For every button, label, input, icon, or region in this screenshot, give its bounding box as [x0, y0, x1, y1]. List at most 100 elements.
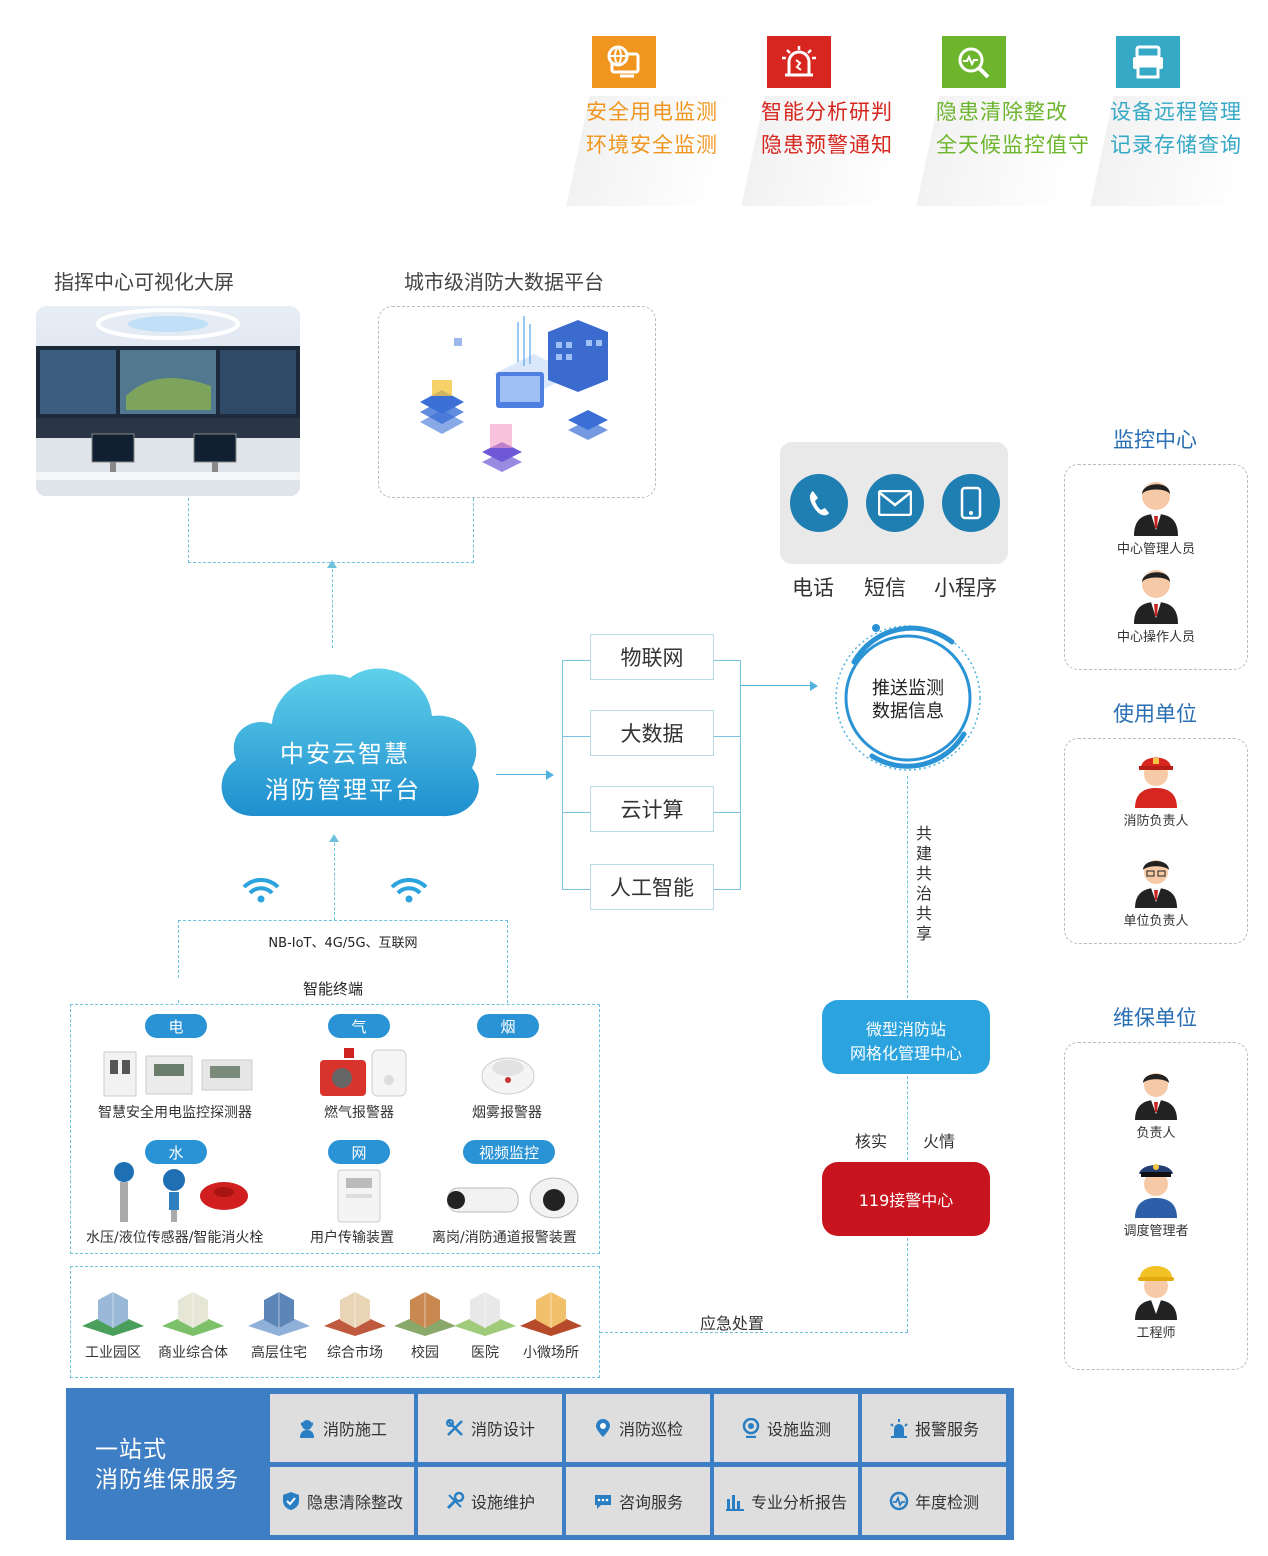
person-label: 单位负责人: [1123, 914, 1189, 929]
feature-line2: 环境安全监测: [586, 133, 718, 157]
alarm-center-119: 119接警中心: [822, 1162, 990, 1236]
place-item: 小微场所: [514, 1290, 588, 1362]
businessman-icon: [1134, 570, 1178, 624]
service-label: 隐患清除整改: [306, 1493, 403, 1512]
person-label: 中心管理人员: [1116, 542, 1195, 557]
place-label: 高层住宅: [251, 1345, 307, 1361]
place-label: 工业园区: [85, 1345, 141, 1361]
category-network: 网: [328, 1140, 390, 1164]
building-icon: [324, 1292, 386, 1336]
alarm-light-icon: [767, 36, 831, 88]
bigdata-platform-frame: [378, 306, 656, 498]
network-bracket: [178, 920, 508, 1003]
feature-power-monitoring: 安全用电监测 环境安全监测: [566, 36, 762, 206]
notify-miniprogram-label: 小程序: [934, 576, 997, 600]
person-maint-head: 负责人: [1096, 1068, 1216, 1141]
tech-left-tick: [562, 812, 590, 813]
shield-check-icon: [281, 1491, 301, 1511]
person-center-operator: 中心操作人员: [1096, 562, 1216, 645]
worker-icon: [297, 1418, 317, 1438]
feature-line1: 安全用电监测: [586, 100, 718, 124]
tech-bigdata: 大数据: [590, 710, 714, 756]
place-item: 商业综合体: [156, 1290, 230, 1362]
push-line2: 数据信息: [872, 701, 944, 722]
wifi-icon: [242, 877, 280, 908]
bar-chart-icon: [725, 1491, 745, 1511]
camera-image: [444, 1174, 580, 1226]
terminals-title: 智能终端: [178, 978, 488, 999]
transmission-device-image: [336, 1168, 382, 1228]
service-label: 消防巡检: [618, 1420, 683, 1439]
person-label: 消防负责人: [1123, 814, 1189, 829]
cloud-up-connector: [332, 564, 333, 648]
building-icon: [82, 1292, 144, 1336]
micro-station-box: 微型消防站 网格化管理中心: [822, 1000, 990, 1074]
station-to-119-line: [907, 1076, 908, 1160]
cobuild-vertical-text: 共建共治共享: [916, 824, 933, 943]
services-title-line2: 消防维保服务: [95, 1467, 239, 1493]
top-connector-bracket: [188, 498, 474, 563]
feature-line1: 隐患清除整改: [936, 100, 1068, 124]
services-title-line1: 一站式: [95, 1437, 167, 1463]
arrow-up-icon: [329, 834, 339, 842]
places-box: [70, 1266, 600, 1378]
micro-station-line2: 网格化管理中心: [849, 1044, 962, 1063]
notify-sms-label: 短信: [864, 576, 906, 600]
service-label: 设施维护: [470, 1493, 535, 1512]
bigdata-isometric-illustration: [400, 312, 636, 492]
envelope-icon: [866, 474, 924, 532]
cloud-title-line2: 消防管理平台: [265, 776, 421, 804]
command-center-photo: [36, 306, 300, 496]
smartphone-icon: [942, 474, 1000, 532]
alarm-down-line: [907, 1238, 908, 1332]
place-label: 综合市场: [327, 1345, 383, 1361]
place-label: 校园: [411, 1345, 439, 1361]
feature-line1: 设备远程管理: [1110, 100, 1242, 124]
device-gas-label: 燃气报警器: [324, 1105, 394, 1121]
role-user-box: [1064, 738, 1248, 944]
feature-line2: 隐患预警通知: [761, 133, 893, 157]
service-item: 消防巡检: [566, 1394, 710, 1462]
network-label: NB-IoT、4G/5G、互联网: [268, 936, 418, 951]
device-electric-label: 智慧安全用电监控探测器: [98, 1105, 252, 1121]
service-label: 消防设计: [470, 1420, 535, 1439]
service-item: 隐患清除整改: [270, 1467, 414, 1535]
police-officer-icon: [1135, 1164, 1177, 1218]
building-icon: [394, 1292, 456, 1336]
service-item: 报警服务: [862, 1394, 1006, 1462]
category-gas: 气: [328, 1014, 390, 1038]
service-item: 消防施工: [270, 1394, 414, 1462]
water-sensor-image: [108, 1160, 252, 1230]
building-icon: [454, 1292, 516, 1336]
category-water: 水: [145, 1140, 207, 1164]
category-electric: 电: [145, 1014, 207, 1038]
firefighter-icon: [1135, 757, 1177, 808]
feature-hazard: 隐患清除整改 全天候监控值守: [916, 36, 1112, 206]
printer-icon: [1116, 36, 1180, 88]
arrow-right-icon: [546, 770, 554, 780]
wrench-icon: [445, 1491, 465, 1511]
tech-right-tick: [712, 812, 740, 813]
emergency-label: 应急处置: [700, 1314, 765, 1333]
monitor-globe-icon: [592, 36, 656, 88]
building-icon: [248, 1292, 310, 1336]
role-monitor-box: [1064, 464, 1248, 670]
notify-phone-label: 电话: [792, 576, 834, 600]
tech-right-tick: [712, 736, 740, 737]
feature-device-mgmt: 设备远程管理 记录存储查询: [1090, 36, 1268, 206]
person-label: 负责人: [1136, 1126, 1176, 1141]
role-maint-box: [1064, 1042, 1248, 1370]
tech-iot: 物联网: [590, 634, 714, 680]
arrow-right-icon: [810, 681, 818, 691]
person-dispatcher: 调度管理者: [1096, 1158, 1216, 1239]
chat-bubble-icon: [593, 1491, 613, 1511]
tech-ai: 人工智能: [590, 864, 714, 910]
place-item: 校园: [388, 1290, 462, 1362]
design-tools-icon: [445, 1418, 465, 1438]
person-unit-responsible: 单位负责人: [1096, 854, 1216, 929]
service-item: 年度检测: [862, 1467, 1006, 1535]
engineer-hardhat-icon: [1135, 1266, 1177, 1320]
tech-right-bracket: [712, 660, 741, 890]
smoke-detector-image: [480, 1050, 536, 1100]
service-label: 报警服务: [914, 1420, 979, 1439]
